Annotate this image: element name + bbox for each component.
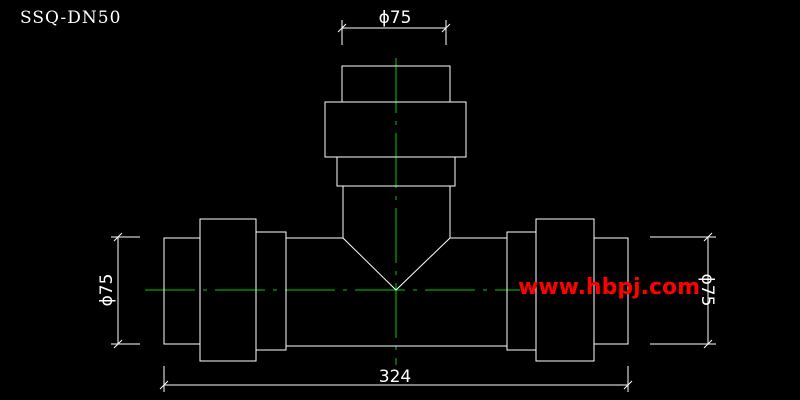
dimension-right-diameter xyxy=(650,232,716,349)
centerlines xyxy=(145,58,520,365)
left-diameter-label: ϕ75 xyxy=(97,274,117,307)
top-branch-body xyxy=(342,186,451,291)
left-end-cap xyxy=(163,237,201,345)
drawing-title: SSQ-DN50 xyxy=(20,8,121,28)
tee-fitting-outline xyxy=(163,65,629,362)
top-diameter-label: ϕ75 xyxy=(379,8,412,28)
right-diameter-label: ϕ75 xyxy=(697,274,717,307)
right-end-cap xyxy=(593,237,629,345)
overall-length-label: 324 xyxy=(379,367,411,387)
dimension-top-diameter xyxy=(337,20,451,45)
left-collar xyxy=(255,231,287,351)
dimension-overall-length xyxy=(159,366,633,392)
dimension-left-diameter xyxy=(111,232,140,349)
watermark: www.hbpj.com xyxy=(518,275,700,300)
top-collar xyxy=(336,156,456,187)
